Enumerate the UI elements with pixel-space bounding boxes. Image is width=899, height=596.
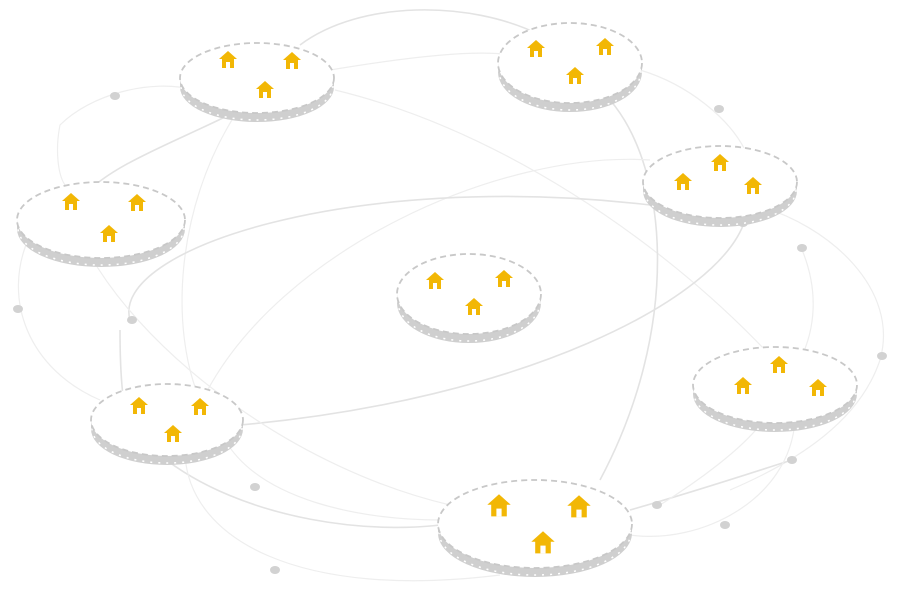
junction-dot <box>13 305 23 313</box>
junction-dot <box>720 521 730 529</box>
cluster-surface <box>692 346 858 424</box>
house-icon <box>711 154 729 171</box>
house-icon <box>283 52 301 69</box>
connection-link <box>329 52 511 71</box>
cluster-surface <box>497 22 643 104</box>
cluster-right-upper <box>642 145 798 227</box>
junction-dot <box>797 244 807 252</box>
cluster-top-right <box>497 22 643 112</box>
cluster-rim-ticks <box>693 355 857 431</box>
house-icon <box>596 38 614 55</box>
connection-link <box>17 234 101 401</box>
house-icon <box>566 67 584 84</box>
connection-link <box>239 219 746 426</box>
house-icon <box>465 298 483 315</box>
cluster-surface <box>642 145 798 219</box>
cluster-surface <box>179 42 335 114</box>
house-icon <box>567 495 591 518</box>
house-icon <box>100 225 118 242</box>
cluster-right-lower <box>692 346 858 432</box>
cluster-bottom-left <box>90 383 244 465</box>
house-icon <box>219 51 237 68</box>
house-icon <box>487 494 511 517</box>
junction-dot <box>714 105 724 113</box>
cluster-rim-ticks <box>643 154 797 226</box>
junction-dot <box>127 316 137 324</box>
cluster-rim-ticks <box>180 51 334 121</box>
house-icon <box>191 398 209 415</box>
connection-link <box>639 69 746 151</box>
connection-link <box>799 244 814 361</box>
house-icon <box>770 356 788 373</box>
house-icon <box>426 272 444 289</box>
connection-link <box>659 424 761 506</box>
connection-link <box>204 158 651 396</box>
connection-link <box>629 419 796 537</box>
connection-link <box>224 439 441 521</box>
house-icon <box>734 377 752 394</box>
house-icon <box>531 531 555 554</box>
junction-dot <box>877 352 887 360</box>
house-icon <box>164 425 182 442</box>
cluster-bottom <box>437 479 633 577</box>
house-icon <box>809 379 827 396</box>
junction-dot <box>270 566 280 574</box>
house-icon <box>527 40 545 57</box>
house-icon <box>495 270 513 287</box>
junction-dot <box>652 501 662 509</box>
cluster-center <box>396 253 542 343</box>
connection-link <box>184 454 501 582</box>
connection-link <box>599 99 659 481</box>
cluster-rim-ticks <box>91 392 243 464</box>
house-icon <box>256 81 274 98</box>
junction-dot <box>787 456 797 464</box>
connection-link <box>128 195 651 321</box>
house-icon <box>130 397 148 414</box>
junction-dot <box>250 483 260 491</box>
house-icon <box>128 194 146 211</box>
cluster-top-left <box>179 42 335 122</box>
junction-dot <box>110 92 120 100</box>
connection-link <box>159 454 471 529</box>
connection-link <box>334 89 766 351</box>
house-icon <box>744 177 762 194</box>
cluster-nodes <box>16 22 858 577</box>
cluster-surface <box>90 383 244 457</box>
house-icon <box>62 193 80 210</box>
cluster-surface <box>16 181 186 259</box>
cluster-rim-ticks <box>17 190 185 266</box>
connection-link <box>89 254 451 506</box>
cluster-surface <box>437 479 633 569</box>
connection-link <box>56 85 196 186</box>
connection-link <box>181 114 236 401</box>
connection-link <box>299 9 541 46</box>
house-icon <box>674 173 692 190</box>
cluster-surface <box>396 253 542 335</box>
cluster-left <box>16 181 186 267</box>
